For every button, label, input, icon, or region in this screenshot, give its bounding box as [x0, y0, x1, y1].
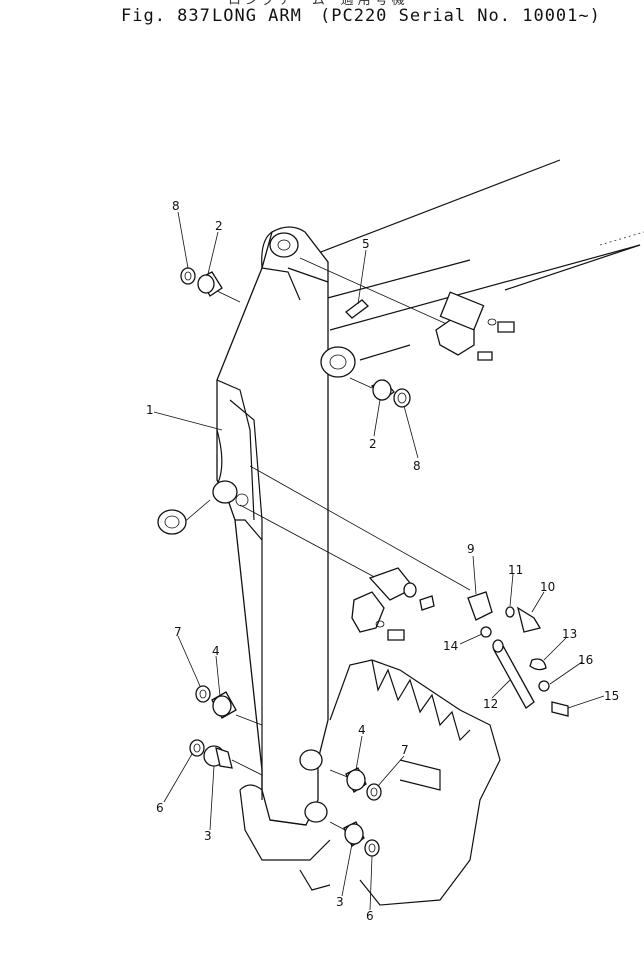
serial-note: (PC220 Serial No. 10001~) — [320, 6, 601, 26]
callout-label: 4 — [212, 644, 220, 658]
callout-leaders — [153, 211, 605, 911]
callout-label: 3 — [336, 895, 344, 909]
callout-labels: 8 2 5 1 2 8 9 11 10 13 14 16 12 15 7 4 4… — [146, 199, 619, 923]
callout-label: 8 — [172, 199, 180, 213]
japanese-caption: ロングアーム 適用号機 — [228, 0, 409, 8]
parts — [157, 267, 569, 857]
callout-label: 16 — [578, 653, 593, 667]
callout-label: 5 — [362, 237, 370, 251]
callout-label: 8 — [413, 459, 421, 473]
callout-label: 12 — [483, 697, 498, 711]
callout-label: 3 — [204, 829, 212, 843]
callout-label: 6 — [156, 801, 164, 815]
boom-context-lines — [299, 159, 644, 361]
callout-label: 6 — [366, 909, 374, 923]
callout-label: 9 — [467, 542, 475, 556]
callout-label: 1 — [146, 403, 154, 417]
figure-title: LONG ARM — [212, 6, 302, 26]
callout-label: 13 — [562, 627, 577, 641]
callout-label: 4 — [358, 723, 366, 737]
callout-label: 11 — [508, 563, 523, 577]
figure-caption: ロングアーム 適用号機 Fig. 837 LONG ARM (PC220 Ser… — [0, 0, 644, 30]
bucket — [239, 659, 501, 906]
callout-label: 2 — [215, 219, 223, 233]
callout-label: 15 — [604, 689, 619, 703]
callout-label: 10 — [540, 580, 555, 594]
figure-number: Fig. 837 — [121, 6, 211, 26]
callout-label: 14 — [443, 639, 458, 653]
arm-body — [212, 226, 356, 826]
callout-label: 2 — [369, 437, 377, 451]
callout-label: 7 — [401, 743, 409, 757]
callout-label: 7 — [174, 625, 182, 639]
